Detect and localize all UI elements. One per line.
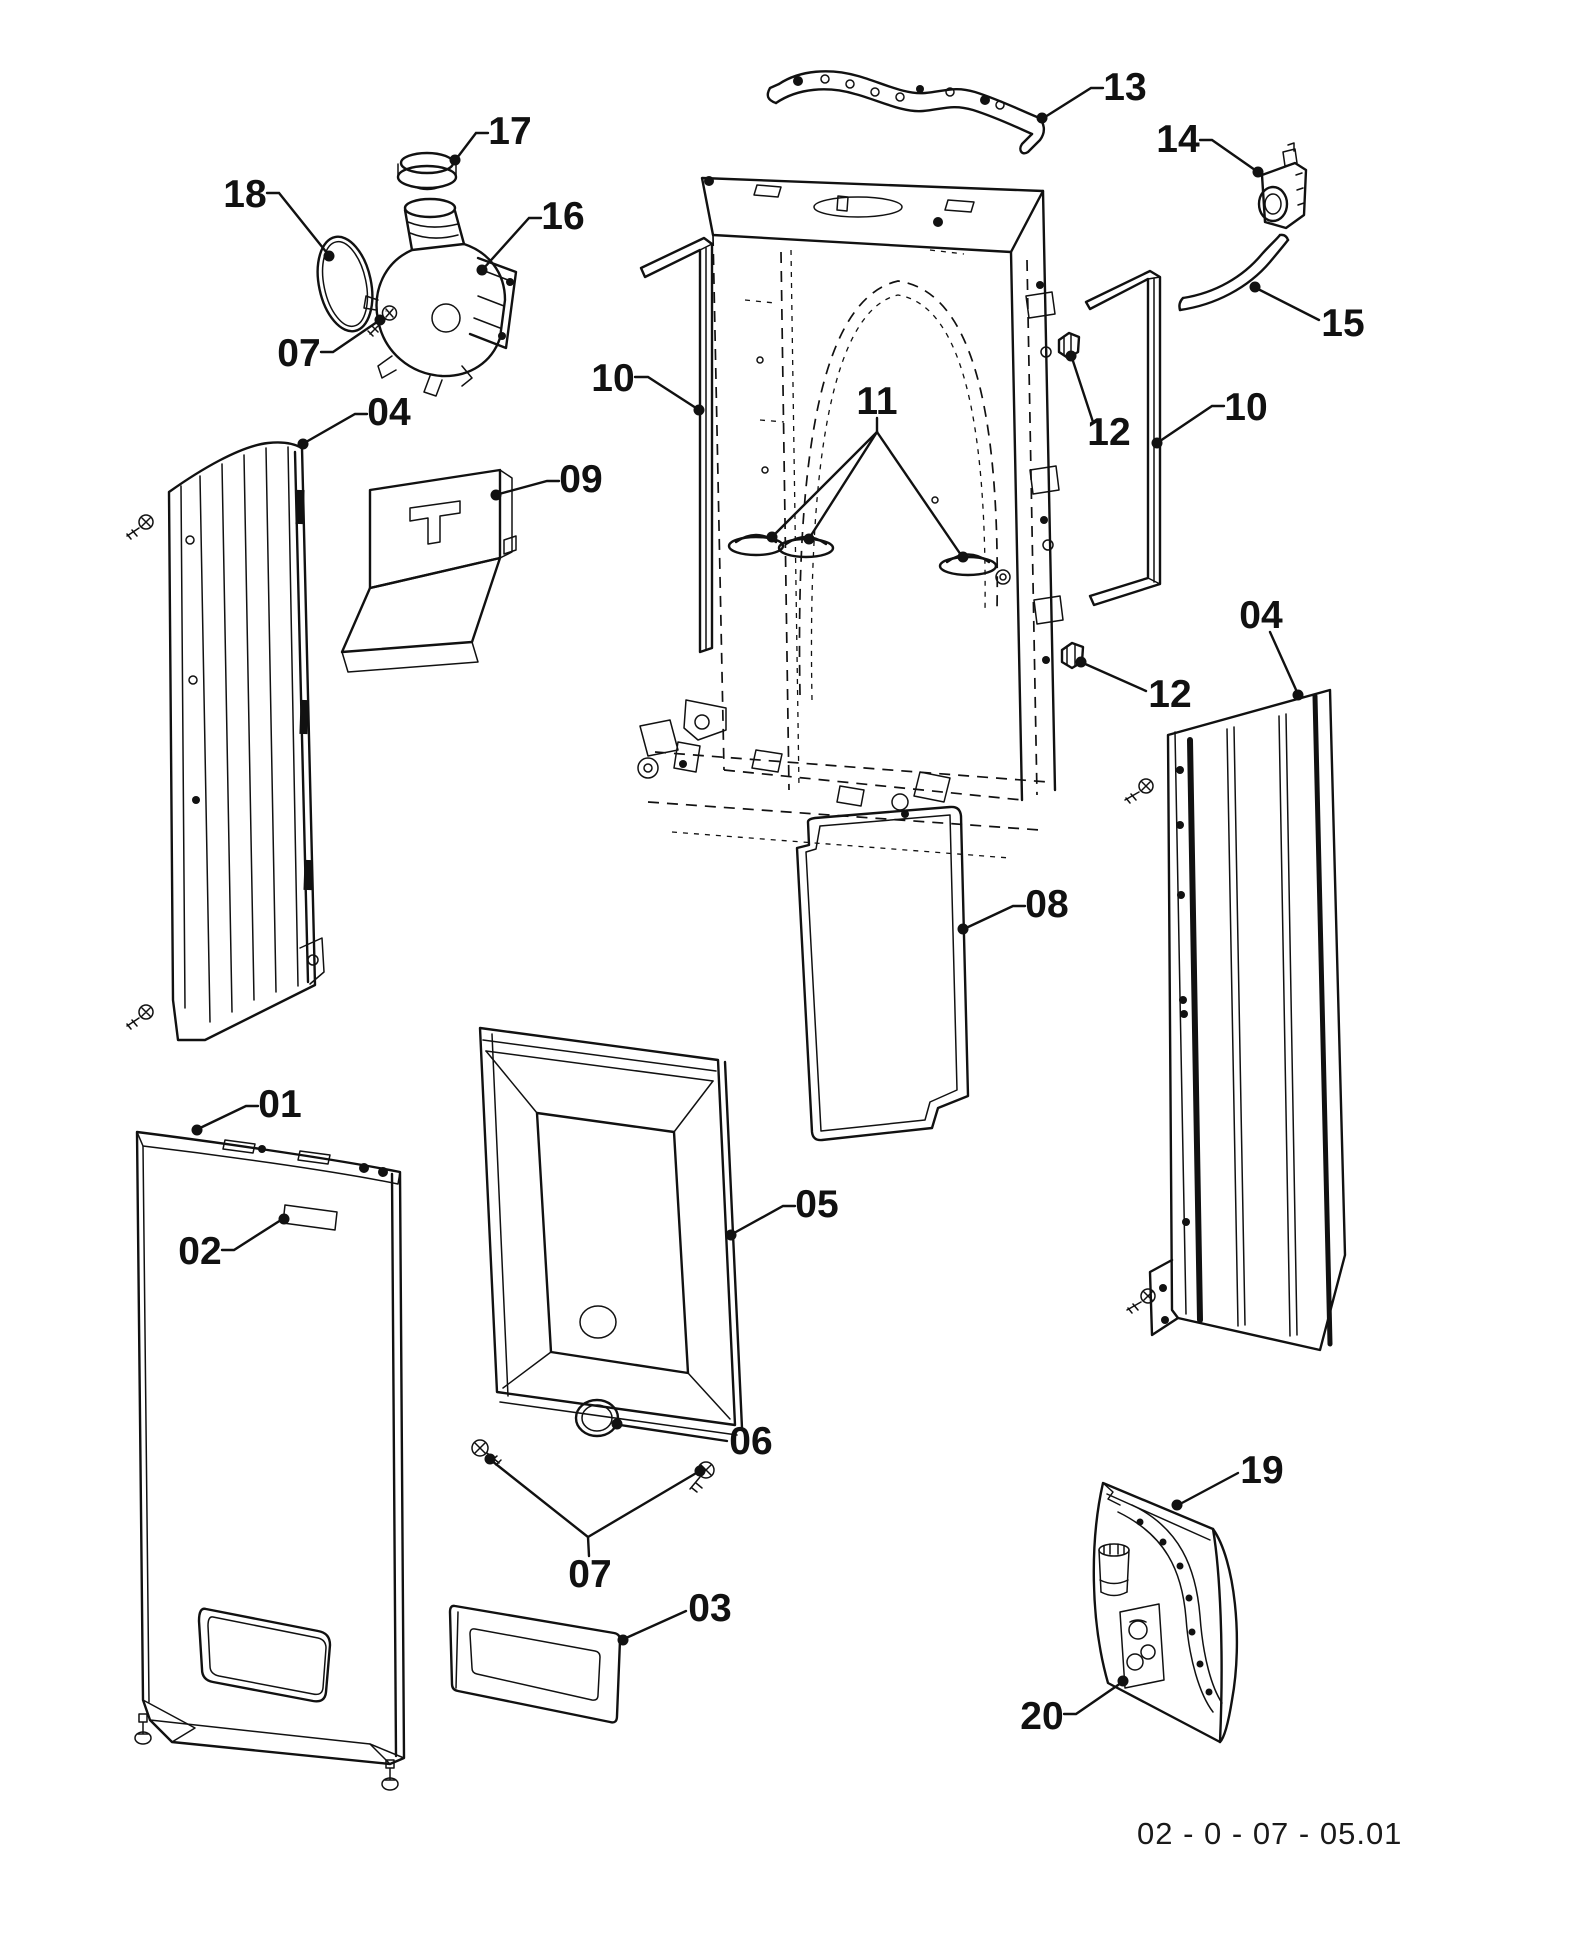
callout-04-left-label: 04 — [367, 391, 411, 434]
base-machinery-detail — [637, 699, 951, 818]
part-08-insulation-panel-drawing — [795, 805, 970, 1142]
part-05-inner-door-drawing — [478, 1026, 744, 1436]
callout-20: 20 — [1020, 1675, 1129, 1738]
callout-03: 03 — [617, 1587, 732, 1646]
callout-01-label: 01 — [258, 1083, 301, 1126]
callout-11: 11 — [766, 380, 969, 563]
callout-12-bottom-label: 12 — [1148, 673, 1191, 716]
part-18-oring-drawing — [316, 235, 374, 333]
callout-18-label: 18 — [223, 173, 266, 216]
left-panel-screw-bottom — [126, 1004, 154, 1030]
callout-10-left-label: 10 — [591, 357, 634, 400]
callout-04-right: 04 — [1239, 594, 1304, 701]
part-06-ring-drawing — [574, 1398, 620, 1438]
callout-04-left: 04 — [297, 391, 411, 450]
callout-10-right-label: 10 — [1224, 386, 1267, 429]
callout-11-label: 11 — [856, 380, 897, 423]
callout-10-right: 10 — [1151, 386, 1268, 449]
callout-01: 01 — [191, 1083, 302, 1136]
callout-18: 18 — [223, 173, 335, 262]
part-15-tube-drawing — [1178, 233, 1290, 312]
part-03-frame-drawing — [448, 1604, 622, 1724]
callout-17-label: 17 — [488, 110, 531, 153]
part-09-bracket-drawing — [340, 468, 517, 673]
part-01-outer-door-drawing — [134, 1130, 406, 1791]
part-07-screw-top-drawing — [367, 305, 398, 337]
callout-15: 15 — [1249, 281, 1365, 345]
part-04-right-panel-drawing — [1124, 688, 1347, 1352]
callout-03-label: 03 — [688, 1587, 731, 1630]
main-frame-assembly-drawing — [637, 176, 1064, 859]
callout-12-top: 12 — [1065, 350, 1131, 454]
part-10-right-strip-drawing — [1084, 269, 1162, 607]
callout-17: 17 — [449, 110, 532, 166]
callout-07-bottom-label: 07 — [568, 1553, 611, 1596]
right-panel-screw-bottom — [1126, 1288, 1156, 1314]
part-19-bag-drawing — [1092, 1481, 1239, 1744]
callout-19: 19 — [1171, 1449, 1284, 1511]
callout-10-left: 10 — [591, 357, 705, 416]
callout-16-label: 16 — [541, 195, 584, 238]
callout-12-bottom: 12 — [1075, 656, 1192, 716]
callout-16: 16 — [476, 195, 585, 276]
callout-13: 13 — [1036, 66, 1147, 124]
door-screw-left — [134, 1713, 152, 1745]
callout-20-label: 20 — [1020, 1695, 1063, 1738]
right-panel-screw-top — [1124, 778, 1154, 804]
callout-05-label: 05 — [795, 1183, 838, 1226]
part-02-sticker-drawing — [282, 1204, 338, 1231]
bag-instruction-sheet-drawing — [1119, 1603, 1165, 1689]
callout-02-label: 02 — [178, 1230, 221, 1273]
callout-12-top-label: 12 — [1087, 411, 1130, 454]
door-screw-right — [381, 1759, 399, 1791]
callout-09-label: 09 — [559, 458, 602, 501]
callout-08-label: 08 — [1025, 883, 1068, 926]
part-04-left-panel-drawing — [126, 441, 325, 1042]
callout-04-right-label: 04 — [1239, 594, 1283, 637]
part-10-left-strip-drawing — [639, 236, 714, 654]
callout-13-label: 13 — [1103, 66, 1146, 109]
callout-09: 09 — [490, 458, 603, 501]
callout-07-top: 07 — [277, 314, 386, 375]
callout-06-label: 06 — [729, 1420, 772, 1463]
callout-07-top-label: 07 — [277, 332, 320, 375]
part-14-motor-drawing — [1257, 142, 1308, 230]
left-panel-screw-top — [126, 514, 154, 540]
footer-reference-code: 02 - 0 - 07 - 05.01 — [1137, 1816, 1402, 1851]
callout-14-label: 14 — [1156, 118, 1200, 161]
callout-06: 06 — [611, 1418, 773, 1463]
callout-08: 08 — [957, 883, 1069, 935]
part-16-pump-drawing — [363, 197, 518, 397]
callout-02: 02 — [178, 1213, 290, 1273]
callout-19-label: 19 — [1240, 1449, 1283, 1492]
callout-15-label: 15 — [1321, 302, 1364, 345]
callout-07-bottom: 07 — [484, 1453, 706, 1596]
callout-14: 14 — [1156, 118, 1264, 178]
callout-05: 05 — [725, 1183, 839, 1241]
part-17-cap-drawing — [396, 151, 458, 191]
part-13-top-bracket-drawing — [766, 70, 1045, 155]
bag-hose-cuff-drawing — [1098, 1543, 1130, 1597]
